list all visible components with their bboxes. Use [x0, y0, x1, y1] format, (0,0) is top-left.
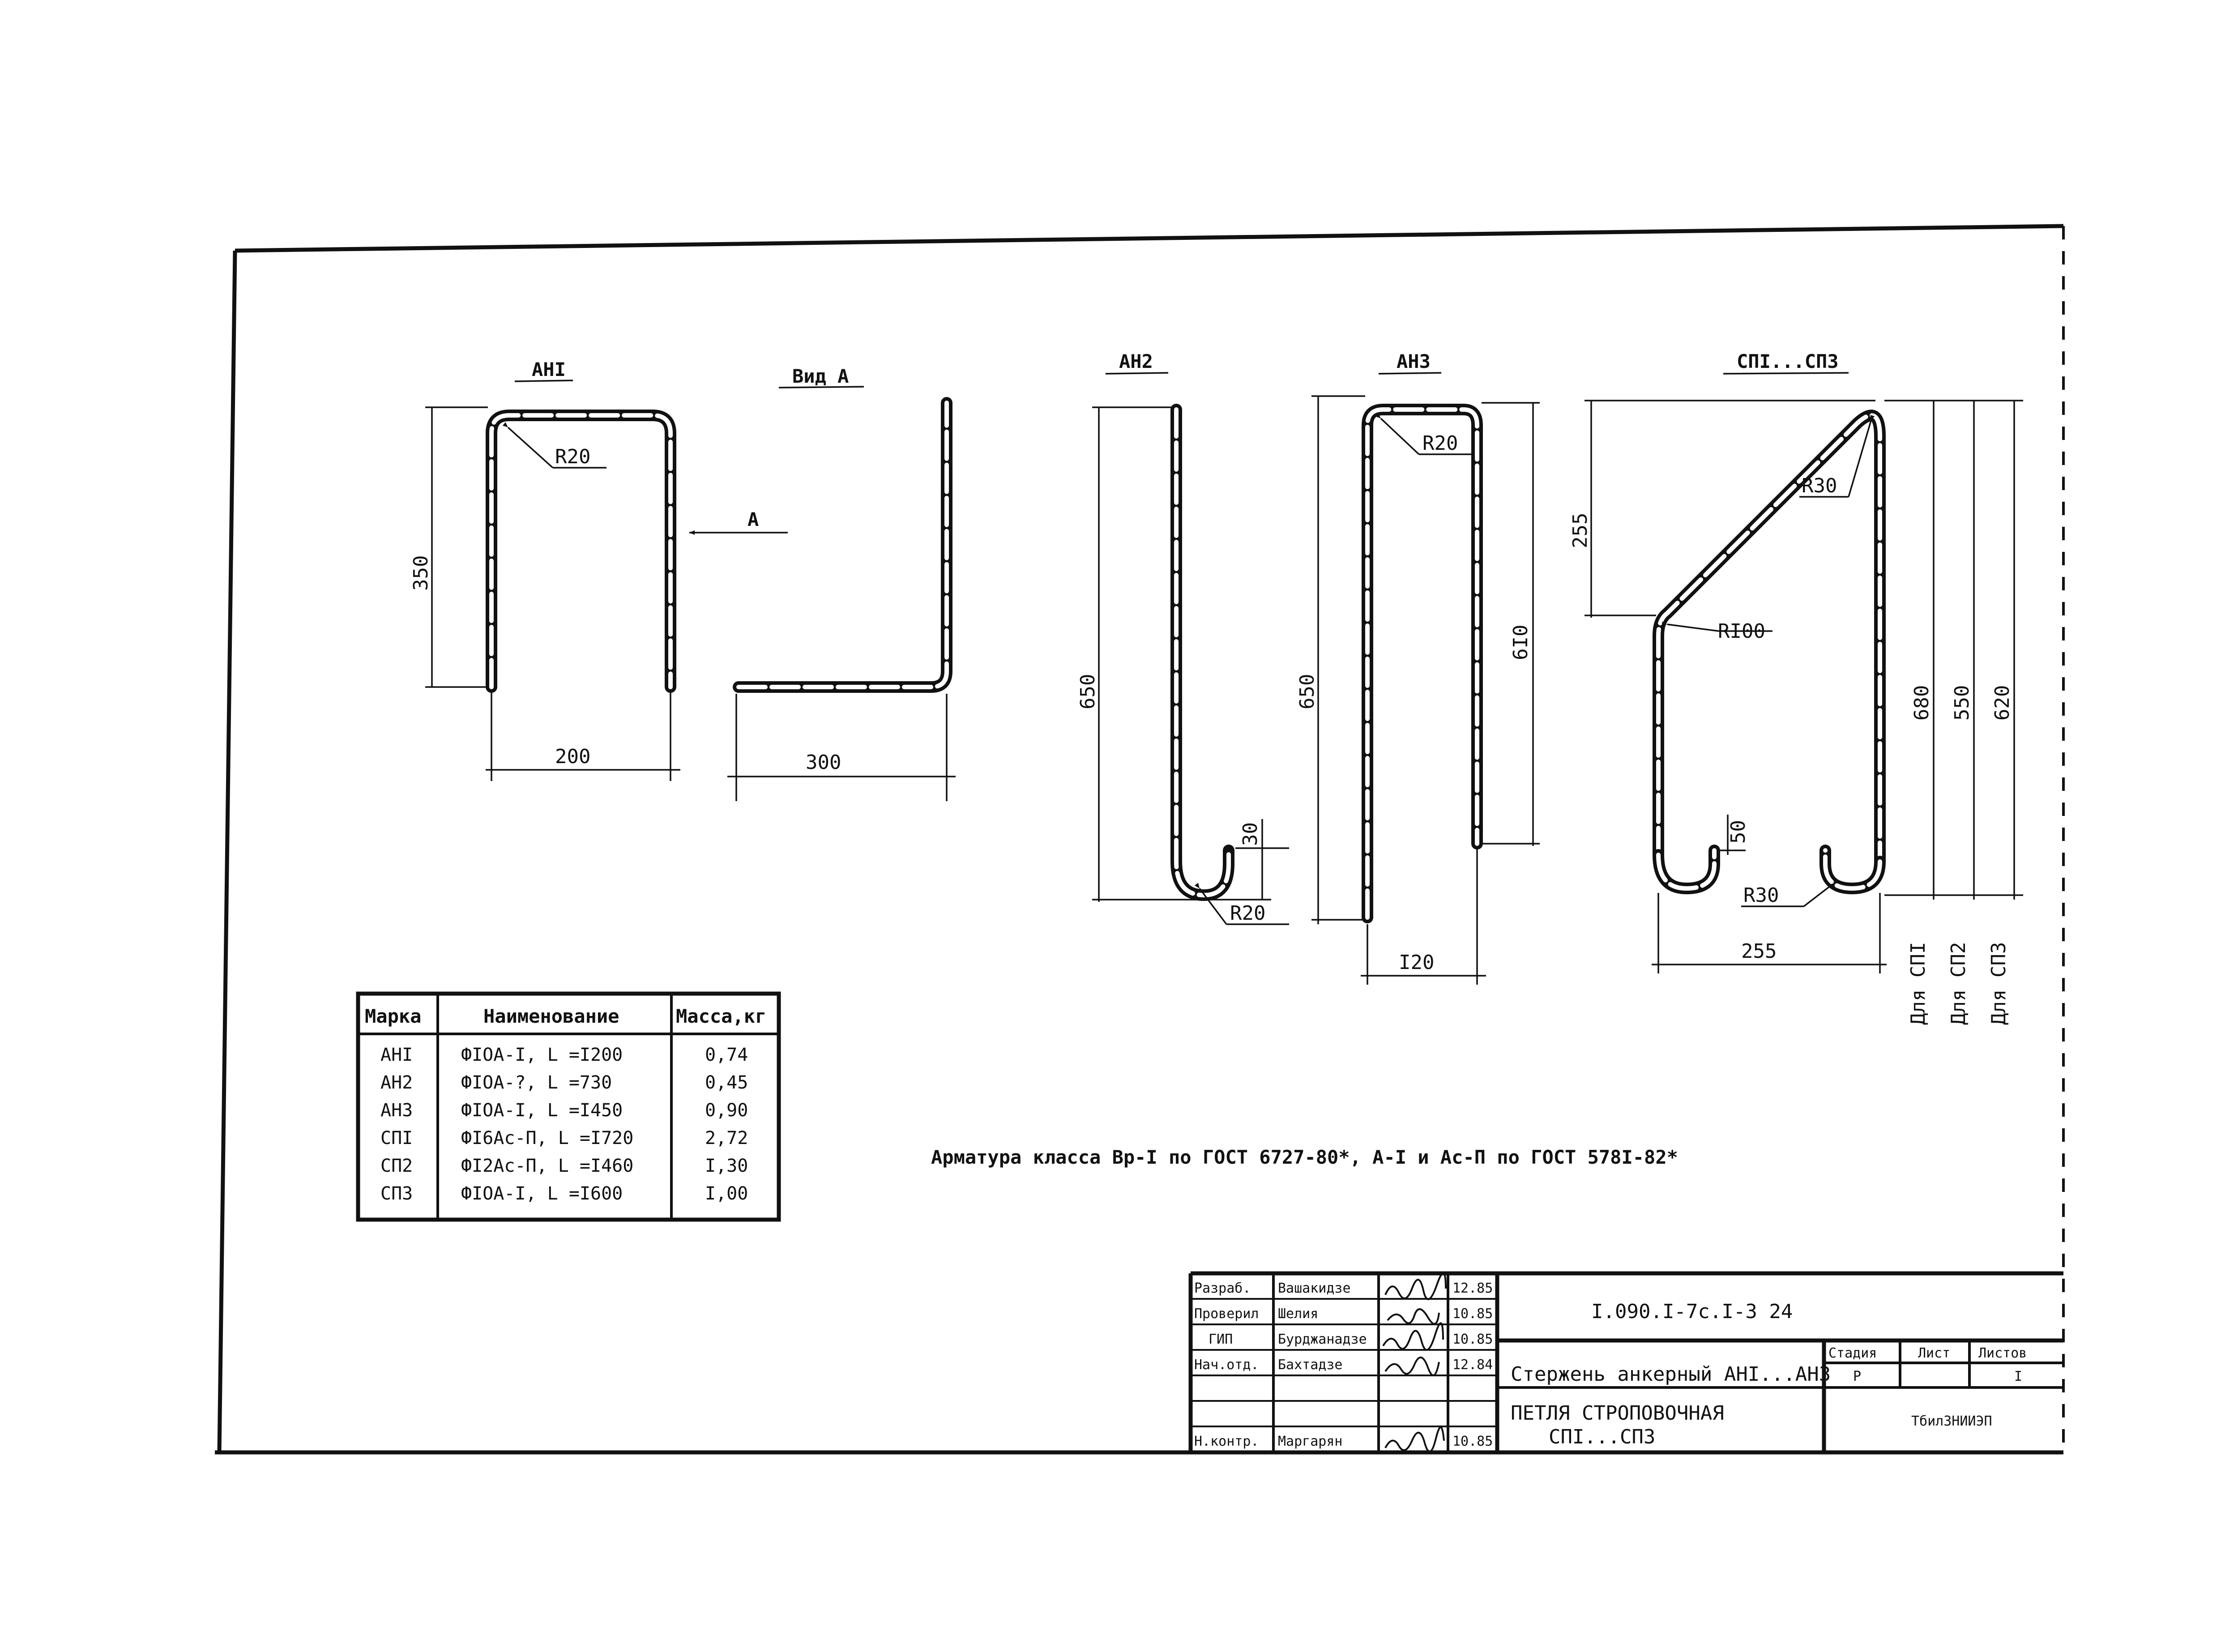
sp-h2-label: 550 [1951, 685, 1973, 721]
signatures [1382, 1272, 1447, 1453]
sheets-count: I [2014, 1369, 2022, 1384]
role-4: Нач.отд. [1194, 1357, 1259, 1373]
view-a-title: Вид А [792, 365, 849, 387]
spec-row-4-mark: СПI [380, 1128, 413, 1148]
sp-top-label: 255 [1569, 513, 1592, 548]
date-4: 12.84 [1452, 1357, 1493, 1373]
spec-row-4-name: ФI6Ас-П, L =I720 [461, 1128, 633, 1148]
an3-width-label: I20 [1399, 951, 1434, 974]
role-1: Разраб. [1194, 1281, 1251, 1296]
an2-radius-label: R20 [1230, 902, 1265, 925]
spec-row-1-mass: 0,74 [705, 1045, 748, 1065]
an3-rebar [1362, 404, 1483, 923]
spec-row-5-name: ФI2Ас-П, L =I460 [461, 1156, 633, 1176]
sp-for-label-1: Для СПI [1907, 942, 1930, 1025]
an3-title: АН3 [1397, 350, 1431, 372]
sheet-frame [215, 224, 2065, 1455]
name-2: Шелия [1278, 1306, 1318, 1322]
date-1: 12.85 [1452, 1281, 1493, 1296]
sp-r-top-label: R30 [1802, 474, 1837, 497]
spec-row-5-mass: I,30 [705, 1156, 748, 1176]
view-a-rebar [733, 397, 952, 693]
an3-height-left-label: 650 [1296, 674, 1319, 709]
name-1: Вашакидзе [1278, 1281, 1351, 1296]
spec-row-2-mark: АН2 [380, 1072, 413, 1093]
org-name: ТбилЗНИИЭП [1911, 1413, 1992, 1429]
name-4: Бахтадзе [1278, 1357, 1343, 1373]
view-a: Вид А А 300 [689, 365, 956, 801]
spec-row-4-mass: 2,72 [705, 1128, 748, 1148]
role-3: ГИП [1209, 1332, 1233, 1347]
col-sheets: Листов [1978, 1345, 2027, 1361]
view-a-length-label: 300 [806, 751, 841, 774]
an2-rebar [1170, 404, 1234, 901]
spec-row-1-name: ФIОА-I, L =I200 [461, 1045, 623, 1065]
sp-bottom-label: 255 [1741, 940, 1777, 963]
an1-width-label: 200 [555, 745, 590, 768]
role-2: Проверил [1194, 1306, 1259, 1322]
an2-hook-label: 30 [1239, 822, 1262, 846]
date-7: 10.85 [1452, 1434, 1493, 1449]
sp-title: СПI...СП3 [1737, 350, 1839, 372]
sp-for-label-2: Для СП2 [1947, 942, 1970, 1025]
date-2: 10.85 [1452, 1306, 1493, 1322]
sp-for-label-3: Для СП3 [1987, 942, 2010, 1025]
date-3: 10.85 [1452, 1332, 1493, 1347]
sp-h1-label: 680 [1910, 685, 1933, 721]
spec-row-1-mark: АНI [380, 1045, 413, 1065]
sp-rebar [1653, 410, 1886, 867]
role-7: Н.контр. [1194, 1434, 1259, 1449]
name-3: Бурджанадзе [1278, 1332, 1367, 1347]
col-stage: Стадия [1828, 1345, 1877, 1361]
title-block: I.090.I-7с.I-3 24 Стадия Лист Листов Р I… [1188, 1271, 2063, 1453]
sp-h3-label: 620 [1991, 685, 2014, 721]
an1-title: АНI [532, 359, 566, 380]
spec-row-6-mark: СП3 [380, 1183, 413, 1204]
view-a-arrow-label: А [747, 508, 759, 530]
an2-height-label: 650 [1076, 674, 1099, 709]
spec-row-2-mass: 0,45 [705, 1072, 748, 1093]
view-an2: АН2 650 30 R20 [1076, 350, 1289, 925]
spec-header-mark: Марка [365, 1005, 421, 1027]
spec-row-3-name: ФIОА-I, L =I450 [461, 1100, 623, 1121]
an1-radius-label: R20 [555, 445, 590, 468]
spec-row-2-name: ФIОА-?, L =730 [461, 1072, 612, 1093]
spec-row-6-name: ФIОА-I, L =I600 [461, 1183, 623, 1204]
sheet-title-2: ПЕТЛЯ СТРОПОВОЧНАЯ [1511, 1402, 1724, 1425]
reinforcement-note: Арматура класса Вр-I по ГОСТ 6727-80*, А… [931, 1146, 1678, 1168]
spec-header-mass: Масса,кг [676, 1005, 766, 1027]
sheet-title-3: СПI...СП3 [1549, 1426, 1655, 1448]
spec-row-3-mark: АН3 [380, 1100, 413, 1121]
stage-value: Р [1853, 1369, 1861, 1384]
view-an1: АНI R20 350 200 [410, 359, 680, 781]
an3-height-right-label: 6I0 [1509, 625, 1532, 660]
doc-code: I.090.I-7с.I-3 24 [1591, 1300, 1793, 1323]
sp-r-bottom-label: R30 [1743, 884, 1779, 907]
view-an3: АН3 R20 650 6I0 I20 [1296, 350, 1540, 985]
an2-title: АН2 [1119, 350, 1153, 372]
name-7: Маргарян [1278, 1434, 1343, 1449]
spec-row-5-mark: СП2 [380, 1156, 413, 1176]
sp-r-mid-label: RI00 [1718, 620, 1765, 643]
col-sheet: Лист [1918, 1345, 1950, 1361]
spec-row-6-mass: I,00 [705, 1183, 748, 1204]
view-sp: СПI...СП3 255 R30 RI00 50 R30 [1569, 350, 2023, 1025]
sp-hook-label: 50 [1727, 820, 1750, 844]
an3-radius-label: R20 [1422, 432, 1458, 455]
spec-row-3-mass: 0,90 [705, 1100, 748, 1121]
an1-height-label: 350 [410, 555, 432, 591]
sheet-title-1: Стержень анкерный АНI...АН3 [1511, 1363, 1831, 1386]
spec-header-name: Наименование [483, 1005, 619, 1027]
spec-table: Марка Наименование Масса,кг АНI ФIОА-I, … [356, 991, 781, 1222]
